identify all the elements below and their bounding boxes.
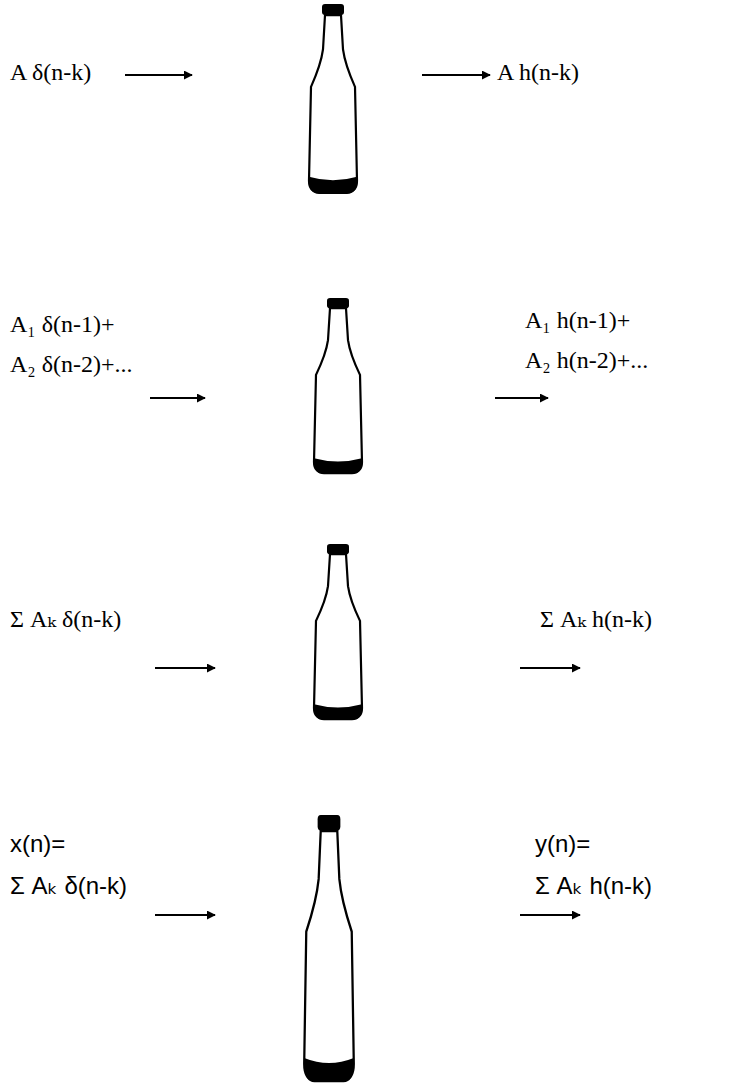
input-arrow [155,914,215,916]
signal-label: Σ Aₖ δ(n-k) [10,605,121,634]
signal-label: Σ Aₖ h(n-k) [535,872,652,901]
signal-label: x(n)= [10,830,65,859]
signal-label: Σ Aₖ δ(n-k) [10,872,127,901]
bottle [314,544,362,720]
input-signal: A₁ δ(n-1)+ [10,310,115,339]
bottle [309,4,357,194]
signal-label: A₁ h(n-1)+ [525,306,630,335]
output-arrow [495,397,548,399]
signal-label: Σ Aₖ h(n-k) [540,605,652,634]
input-arrow [125,74,192,76]
signal-label: y(n)= [535,830,590,859]
signal-label: A₂ h(n-2)+... [525,346,648,375]
signal-label: A₂ δ(n-2)+... [10,350,133,379]
bottle [304,815,354,1082]
input-arrow [155,667,215,669]
input-signal: A δ(n-k) [10,58,91,87]
signal-label: A h(n-k) [497,58,579,87]
output-arrow [520,667,580,669]
output-arrow [520,914,580,916]
output-arrow [422,74,490,76]
bottle [314,298,362,474]
input-arrow [150,397,205,399]
